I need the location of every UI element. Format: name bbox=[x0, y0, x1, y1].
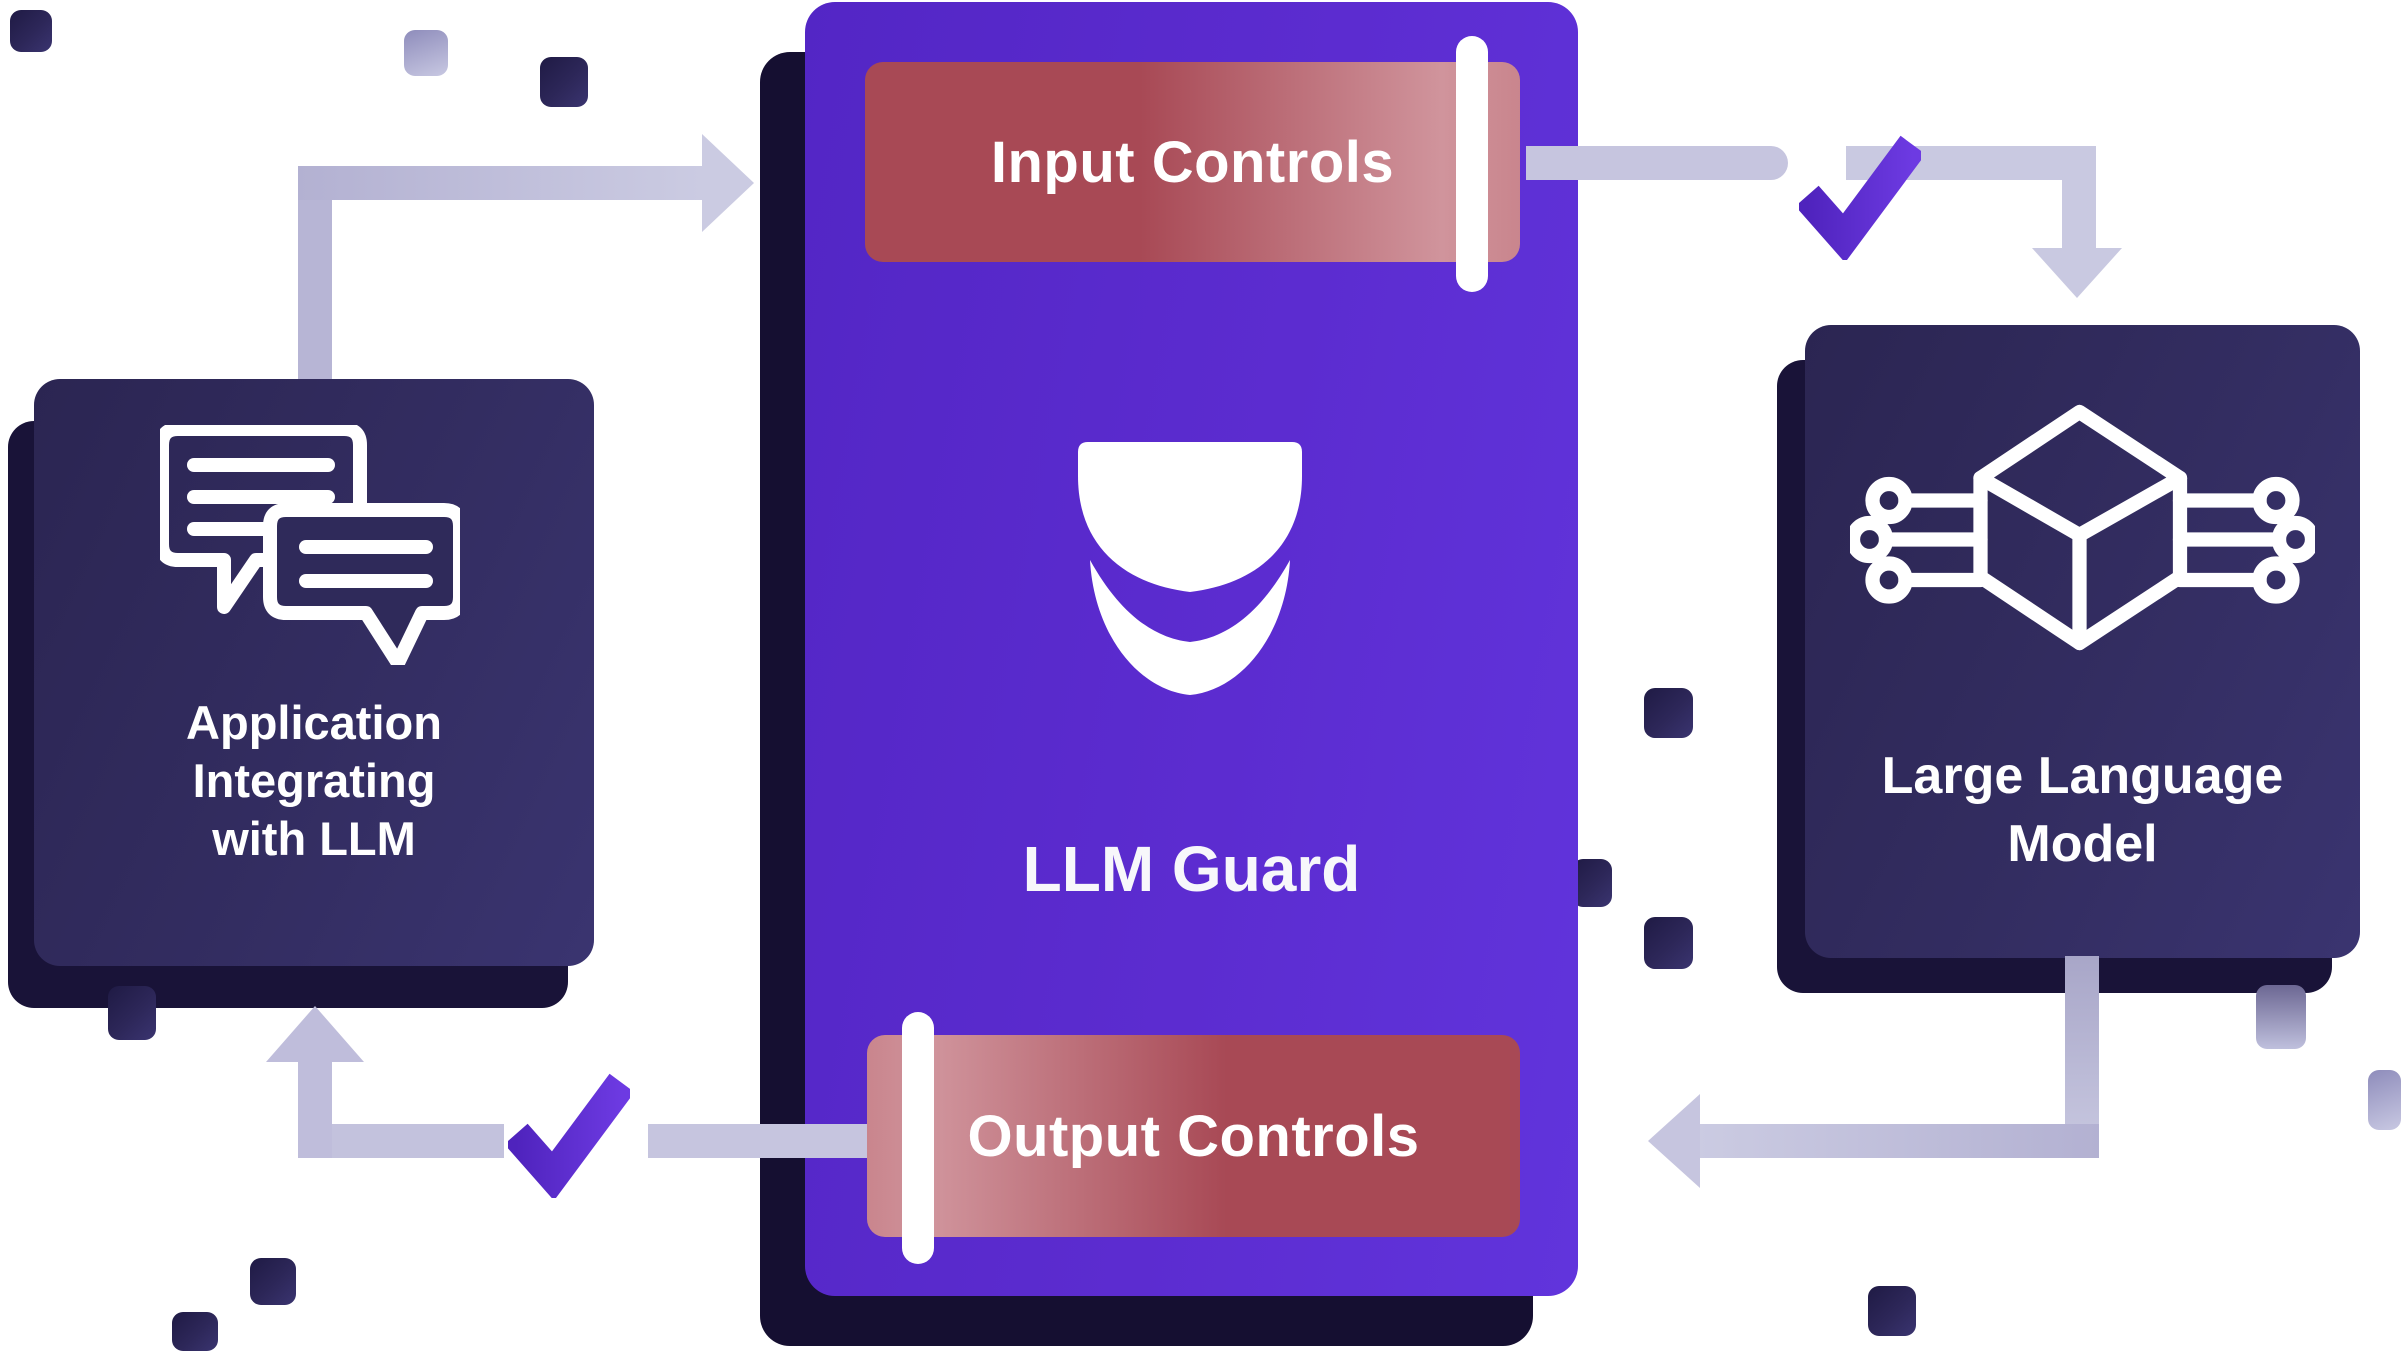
output-gate-capsule bbox=[902, 1012, 934, 1264]
input-controls-banner: Input Controls bbox=[865, 62, 1520, 262]
app-label-line3: with LLM bbox=[212, 812, 416, 865]
output-controls-banner: Output Controls bbox=[867, 1035, 1520, 1237]
decor-square bbox=[1644, 917, 1693, 969]
llm-to-guard-horizontal-line bbox=[1698, 1124, 2099, 1158]
guard-to-llm-line-a bbox=[1526, 146, 1788, 180]
ai-cube-icon bbox=[1850, 404, 2315, 651]
guard-mask-icon bbox=[1078, 442, 1302, 695]
output-checkmark-icon bbox=[508, 1073, 630, 1198]
input-arrowhead-right-icon bbox=[702, 134, 754, 232]
guard-title: LLM Guard bbox=[1022, 833, 1361, 905]
decor-square bbox=[540, 57, 588, 107]
app-arrowhead-up-icon bbox=[266, 1006, 364, 1062]
output-controls-label: Output Controls bbox=[967, 1103, 1420, 1169]
decor-square bbox=[404, 30, 448, 76]
decor-square bbox=[2256, 985, 2306, 1049]
output-path-vertical-line bbox=[298, 1058, 332, 1158]
llm-label-line1: Large Language bbox=[1881, 747, 2284, 805]
guard-output-stub-line bbox=[648, 1124, 878, 1158]
app-node-box bbox=[34, 379, 594, 966]
input-path-horizontal-line bbox=[298, 166, 702, 200]
decor-square bbox=[1572, 859, 1612, 907]
guard-to-llm-vertical-line bbox=[2062, 146, 2096, 250]
input-controls-label: Input Controls bbox=[990, 129, 1395, 195]
llm-node-label: Large Language Model bbox=[1805, 742, 2360, 878]
decor-square bbox=[1868, 1286, 1916, 1336]
chat-bubbles-icon bbox=[160, 425, 460, 665]
decor-square bbox=[108, 986, 156, 1040]
decor-square bbox=[172, 1312, 218, 1351]
app-label-line1: Application bbox=[186, 696, 442, 749]
decor-square bbox=[2368, 1070, 2401, 1130]
app-node-label: Application Integrating with LLM bbox=[34, 694, 594, 868]
output-arrowhead-left-icon bbox=[1648, 1094, 1700, 1188]
decor-square bbox=[10, 10, 52, 52]
decor-square bbox=[250, 1258, 296, 1305]
input-gate-capsule bbox=[1456, 36, 1488, 292]
llm-label-line2: Model bbox=[2007, 815, 2158, 873]
llm-arrowhead-down-icon bbox=[2032, 248, 2122, 298]
app-label-line2: Integrating bbox=[192, 754, 436, 807]
input-path-vertical-line bbox=[298, 166, 332, 379]
decor-square bbox=[1644, 688, 1693, 738]
output-path-horizontal-line bbox=[298, 1124, 504, 1158]
input-checkmark-icon bbox=[1799, 135, 1921, 260]
